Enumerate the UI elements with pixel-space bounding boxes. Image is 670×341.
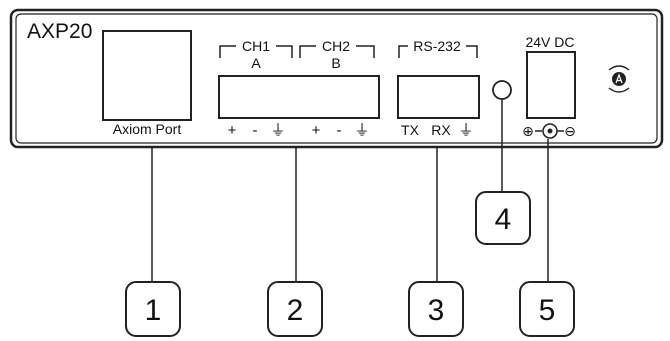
axiom-port-label: Axiom Port — [113, 121, 182, 137]
rs232-pin-label: ⏚ — [458, 122, 473, 139]
rs232-terminal-block — [397, 75, 480, 119]
ch2-sublabel: B — [331, 55, 340, 71]
callout-2: 2 — [267, 281, 323, 337]
callout-3: 3 — [408, 281, 464, 337]
callout-number: 5 — [539, 294, 556, 327]
rs232-pin-label: RX — [431, 122, 451, 138]
callout-number: 2 — [287, 294, 304, 327]
axiom-logo-icon — [608, 65, 630, 93]
terminal-pin-label: - — [253, 122, 258, 139]
terminal-pin-label: + — [228, 122, 237, 139]
terminal-pin-label: ⏚ — [270, 122, 285, 139]
terminal-pin-label: ⏚ — [354, 122, 369, 139]
callout-number: 3 — [428, 294, 445, 327]
polarity-center-icon — [547, 128, 553, 134]
power-label: 24V DC — [525, 34, 574, 50]
axiom-port — [102, 30, 192, 121]
callout-5: 5 — [519, 281, 575, 337]
ch1-label: CH1 — [242, 38, 270, 54]
ch1-sublabel: A — [251, 55, 261, 71]
rs232-pin-label: TX — [401, 122, 420, 138]
negative-polarity-icon: ⊖ — [564, 123, 576, 139]
audio-terminal-block — [218, 75, 380, 119]
model-label: AXP20 — [27, 20, 92, 43]
rs232-bracket — [398, 45, 478, 58]
positive-polarity-icon: ⊕ — [522, 123, 534, 139]
callout-number: 1 — [145, 294, 162, 327]
ch1-bracket — [219, 45, 293, 58]
ch2-label: CH2 — [322, 38, 350, 54]
power-connector — [526, 51, 576, 119]
terminal-pin-label: + — [312, 122, 321, 139]
terminal-pin-label: - — [337, 122, 342, 139]
ch2-bracket — [299, 45, 375, 58]
front-panel-inner-border — [15, 13, 658, 144]
callout-number: 4 — [495, 203, 512, 236]
callout-1: 1 — [125, 281, 181, 337]
status-led — [492, 80, 512, 100]
callout-4: 4 — [475, 191, 531, 245]
rs232-label: RS-232 — [413, 38, 461, 54]
